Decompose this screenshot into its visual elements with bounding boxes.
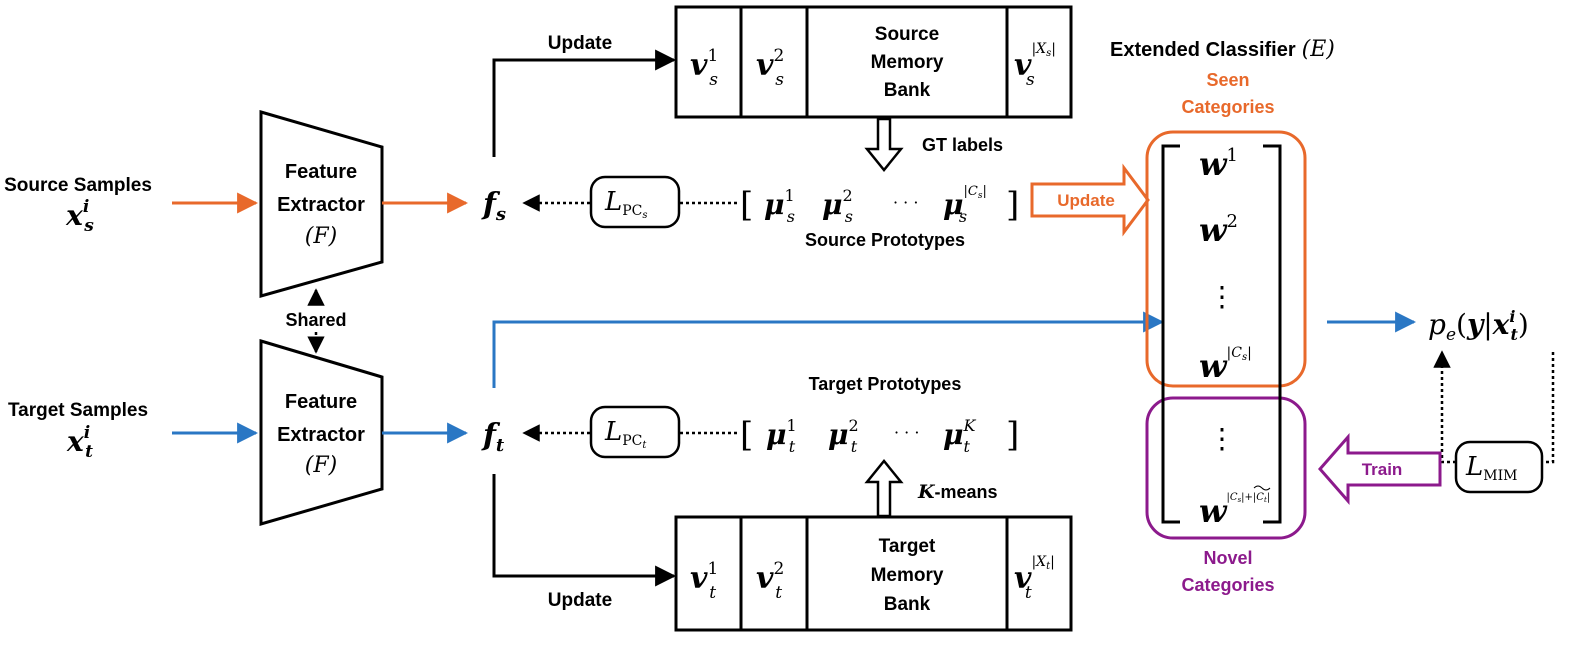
shared-label: Shared: [285, 310, 346, 330]
source-proto-cdots: · · ·: [893, 193, 918, 212]
classifier-left-bracket: [1161, 144, 1180, 524]
extended-classifier-title: Extended Classifier(E): [1110, 37, 1335, 62]
target-prototypes-label: Target Prototypes: [809, 374, 962, 394]
source-memory-label-2: Memory: [871, 52, 944, 73]
target-memory-label-3: Bank: [884, 594, 931, 615]
source-samples-label: Source Samples: [4, 175, 152, 196]
source-feature-extractor-label-2: Extractor: [277, 194, 365, 216]
source-memory-bank: [674, 5, 1073, 119]
source-feature-extractor: [259, 110, 384, 298]
classifier-wCs: w|Cs|: [1199, 345, 1252, 385]
target-proto-cdots: · · ·: [894, 423, 919, 442]
mim-to-output-link: [1433, 350, 1456, 464]
source-memory-label-3: Bank: [884, 80, 931, 101]
train-classifier-label: Train: [1362, 460, 1403, 479]
target-update-label: Update: [548, 590, 612, 611]
classifier-right-bracket: [1263, 144, 1282, 524]
target-feature-extractor-label-1: Feature: [285, 391, 357, 413]
novel-categories-label-1: Novel: [1203, 548, 1252, 568]
source-memory-vlast: v|Xs|s: [1014, 41, 1056, 90]
classifier-vdots-seen: ⋮: [1208, 280, 1236, 313]
source-update-path: [492, 49, 677, 157]
seen-categories-label-2: Categories: [1181, 97, 1274, 117]
target-memory-vlast: v|Xt|t: [1014, 554, 1055, 603]
classifier-wCsCt: w|Cs|+|Ct|: [1199, 492, 1270, 530]
mim-loss: [1454, 440, 1544, 494]
classifier-tilde-mark: [1253, 485, 1271, 491]
source-proto-lbracket: [: [740, 185, 753, 225]
output-to-mim-link: [1542, 352, 1555, 464]
target-feature-extractor: [259, 338, 384, 526]
classifier-w1: w1: [1199, 145, 1238, 183]
source-proto-rbracket: ]: [1006, 185, 1019, 225]
source-update-label: Update: [548, 33, 612, 54]
seen-categories-label-1: Seen: [1206, 70, 1249, 90]
target-lpc-loss: [589, 405, 681, 459]
update-classifier-label: Update: [1057, 191, 1115, 210]
source-lpc-text: LPCs: [604, 187, 648, 221]
target-samples-label: Target Samples: [8, 400, 148, 421]
kmeans-arrow: [864, 459, 904, 518]
source-feature: fs: [481, 187, 506, 225]
target-feature-extractor-symbol: (F): [305, 453, 337, 478]
gt-labels-arrow: [864, 117, 904, 172]
target-proto-rbracket: ]: [1006, 415, 1019, 455]
source-memory-label-1: Source: [875, 24, 939, 45]
update-classifier-arrow: [1030, 163, 1150, 237]
novel-categories-label-2: Categories: [1181, 575, 1274, 595]
source-feature-extractor-symbol: (F): [305, 224, 337, 249]
gt-labels-label: GT labels: [922, 135, 1003, 155]
kmeans-label: K-means: [917, 481, 998, 503]
source-lpc-loss: [589, 175, 681, 229]
target-feature-extractor-label-2: Extractor: [277, 424, 365, 446]
target-proto-lbracket: [: [740, 415, 753, 455]
target-feature: ft: [481, 418, 505, 456]
target-memory-label-2: Memory: [871, 565, 944, 586]
seen-categories-box: [1145, 130, 1307, 388]
mim-loss-text: LMIM: [1465, 452, 1517, 484]
classifier-vdots-novel: ⋮: [1208, 422, 1236, 455]
source-proto-mulast: μ|Cs|s: [943, 184, 987, 226]
source-feature-extractor-label-1: Feature: [285, 161, 357, 183]
target-update-path: [492, 474, 677, 587]
source-prototypes-label: Source Prototypes: [805, 230, 965, 250]
novel-categories-box: [1145, 396, 1307, 540]
target-memory-bank: [674, 515, 1073, 632]
classifier-w2: w2: [1199, 211, 1238, 249]
train-classifier-arrow: [1318, 433, 1442, 505]
target-memory-label-1: Target: [879, 536, 936, 557]
target-lpc-text: LPCt: [604, 417, 647, 451]
target-classifier-path: [492, 311, 1165, 388]
